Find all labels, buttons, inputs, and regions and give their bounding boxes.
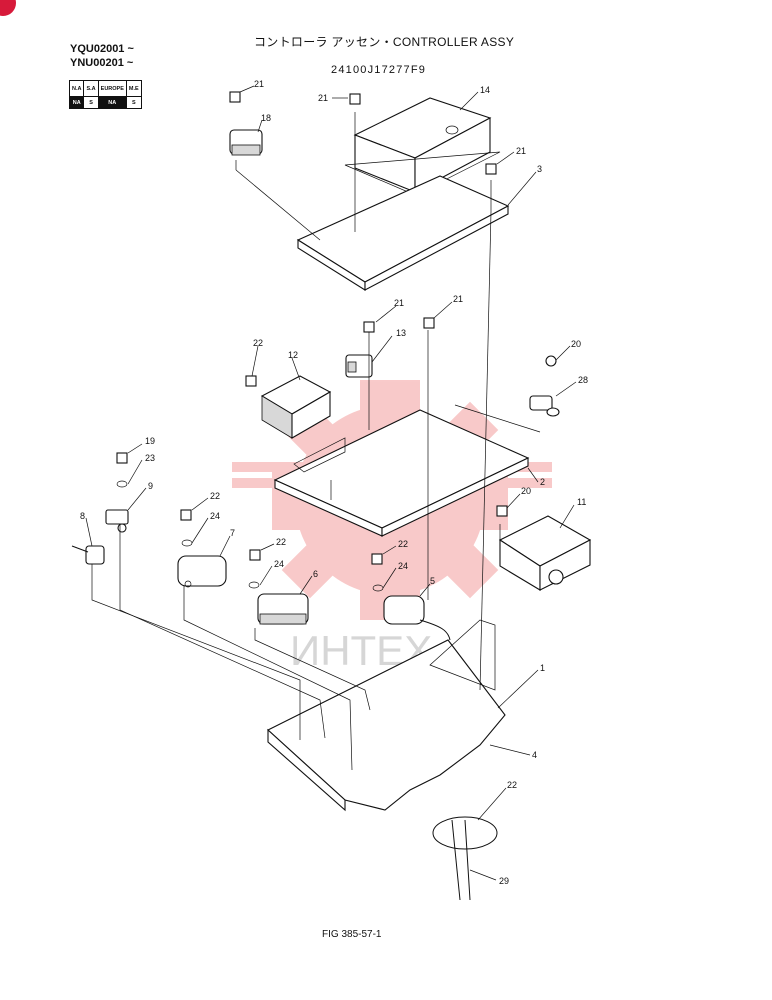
- callout-7: 7: [230, 528, 235, 538]
- callout-21: 21: [394, 298, 404, 308]
- callout-19: 22: [507, 780, 517, 790]
- callout-24: 24: [210, 511, 220, 521]
- callout-21: 21: [453, 294, 463, 304]
- callout-21: 20: [521, 486, 531, 496]
- callouts: 21 21 14 21 3 18 21 21 13 12 22 20 28 2 …: [80, 79, 588, 886]
- callout-9: 9: [148, 481, 153, 491]
- callout-28: 28: [578, 375, 588, 385]
- serial-range-2: YNU00201 ~: [70, 57, 134, 69]
- callout-14: 14: [480, 85, 490, 95]
- relay-5: [383, 595, 451, 641]
- callout-24: 24: [274, 559, 284, 569]
- base-bracket-1: [267, 619, 506, 812]
- callout-23: 23: [145, 453, 155, 463]
- callout-21: 21: [318, 93, 328, 103]
- relay-18: [229, 129, 263, 156]
- part-number: 24100J17277F9: [331, 64, 427, 76]
- unit-12: [260, 375, 332, 439]
- table-cell: S: [83, 96, 99, 109]
- switch-8: [71, 545, 105, 565]
- callout-24: 24: [398, 561, 408, 571]
- plate-3: [296, 175, 510, 291]
- callout-8: 8: [80, 511, 85, 521]
- leader-lines: [85, 85, 577, 881]
- table-cell: NA: [97, 96, 127, 109]
- callout-21: 21: [254, 79, 264, 89]
- assembly-lines: [91, 112, 541, 771]
- callout-20: 19: [145, 436, 155, 446]
- serial-range-1: YQU02001 ~: [70, 43, 134, 55]
- callout-22: 22: [276, 537, 286, 547]
- diagram-title: コントローラ アッセン・CONTROLLER ASSY: [254, 35, 515, 49]
- controller-box-14: [344, 97, 501, 196]
- callout-13: 13: [396, 328, 406, 338]
- callout-22: 22: [210, 491, 220, 501]
- callout-5: 5: [430, 576, 435, 586]
- figure-label: FIG 385-57-1: [322, 929, 382, 940]
- bolt-set: [116, 91, 557, 592]
- callout-3: 3: [537, 164, 542, 174]
- callout-4: 4: [532, 750, 537, 760]
- bracket-9: [105, 509, 129, 533]
- availability-table: N.A S.A EUROPE M.E NA S NA S: [68, 80, 142, 109]
- table-cell: NA: [68, 96, 85, 109]
- relay-6: [257, 593, 309, 625]
- plate-2: [273, 409, 530, 537]
- corner-badge: [0, 0, 16, 16]
- callout-1: 1: [540, 663, 545, 673]
- relay-13: [345, 354, 373, 378]
- sensor-28: [529, 395, 560, 417]
- callout-12: 12: [288, 350, 298, 360]
- harness-19: [432, 816, 498, 901]
- callout-18: 18: [261, 113, 271, 123]
- callout-22: 22: [398, 539, 408, 549]
- callout-20: 20: [571, 339, 581, 349]
- callout-2: 2: [540, 477, 545, 487]
- callout-29: 29: [499, 876, 509, 886]
- controller-11: [498, 515, 592, 591]
- table-cell: S: [125, 96, 142, 109]
- callout-11: 11: [577, 497, 586, 507]
- callout-22: 22: [253, 338, 263, 348]
- callout-21: 21: [516, 146, 526, 156]
- callout-6: 6: [313, 569, 318, 579]
- relay-7: [177, 555, 227, 588]
